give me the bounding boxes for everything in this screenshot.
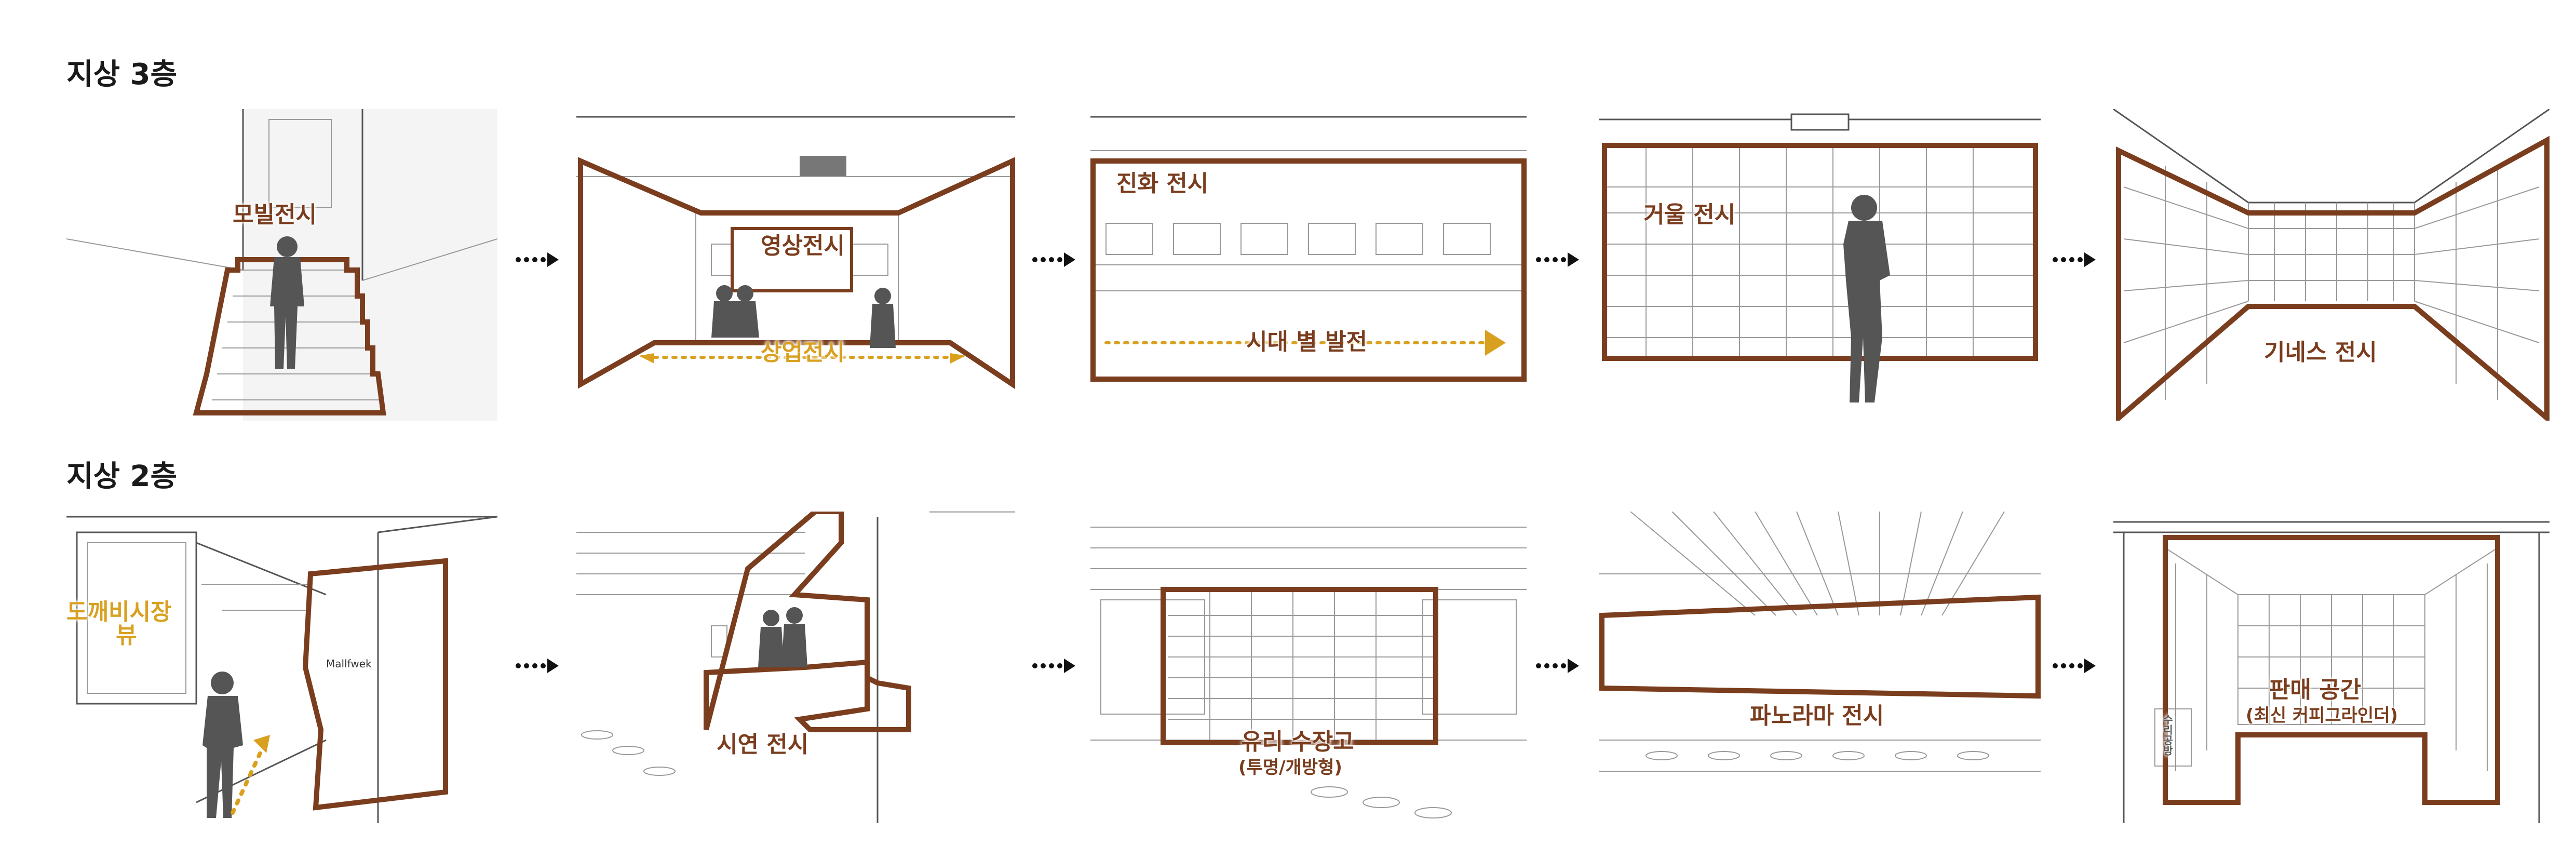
label-repair-shop: 수리공방 xyxy=(2161,714,2174,756)
panel-stairs: 모빌전시 xyxy=(66,109,497,421)
label-video: 영상전시 xyxy=(761,233,845,259)
label-mobile-exhibit: 모빌전시 xyxy=(233,202,317,228)
panel-guinness-exhibit: 기네스 전시 xyxy=(2113,109,2550,421)
label-guinness: 기네스 전시 xyxy=(2264,339,2377,366)
svg-text:Mallfwek: Mallfwek xyxy=(326,657,372,670)
label-demo: 시연 전시 xyxy=(717,731,809,758)
label-sales-space: 판매 공간 xyxy=(2269,677,2362,703)
label-sales-space-sub: (최신 커피그라인더) xyxy=(2246,705,2398,726)
panel-demo-exhibit: 시연 전시 xyxy=(576,512,1015,823)
label-commerce: 상업전시 xyxy=(761,339,845,366)
label-era-development: 시대 별 발전 xyxy=(1246,329,1368,355)
flow-arrow-icon xyxy=(1534,655,1581,678)
label-mirror: 거울 전시 xyxy=(1643,202,1736,228)
panel-market-view: Mallfwek 도깨비시장 뷰 xyxy=(66,512,497,823)
label-market-view-1: 도깨비시장 xyxy=(66,599,172,625)
label-glass-storage: 유리 수장고 xyxy=(1241,729,1354,755)
panel-glass-storage: 유리 수장고 (투명/개방형) xyxy=(1090,512,1527,823)
panel-video-exhibit: 유리 수장고 영상전시 상업전시 xyxy=(576,109,1015,400)
flow-arrow-icon xyxy=(1031,249,1077,272)
flow-arrow-icon xyxy=(2051,655,2098,678)
panel-sales-space: 판매 공간 (최신 커피그라인더) 수리공방 xyxy=(2113,512,2550,823)
flow-arrow-icon xyxy=(1534,249,1581,272)
floor-title-2: 지상 2층 xyxy=(66,460,178,493)
flow-arrow-icon xyxy=(1031,655,1077,678)
flow-arrow-icon xyxy=(2051,249,2098,272)
label-evolution: 진화 전시 xyxy=(1116,170,1209,197)
panel-panorama: 파노라마 전시 xyxy=(1599,512,2041,823)
label-panorama: 파노라마 전시 xyxy=(1750,703,1884,729)
label-glass-storage-sub: (투명/개방형) xyxy=(1238,757,1342,778)
floor-title-3: 지상 3층 xyxy=(66,58,178,91)
flow-arrow-icon xyxy=(514,249,561,272)
panel-evolution-exhibit: 진화 전시 시대 별 발전 xyxy=(1090,109,1527,384)
panel-mirror-exhibit: 거울 전시 xyxy=(1599,109,2041,410)
label-market-view-2: 뷰 xyxy=(116,622,137,649)
flow-arrow-icon xyxy=(514,655,561,678)
